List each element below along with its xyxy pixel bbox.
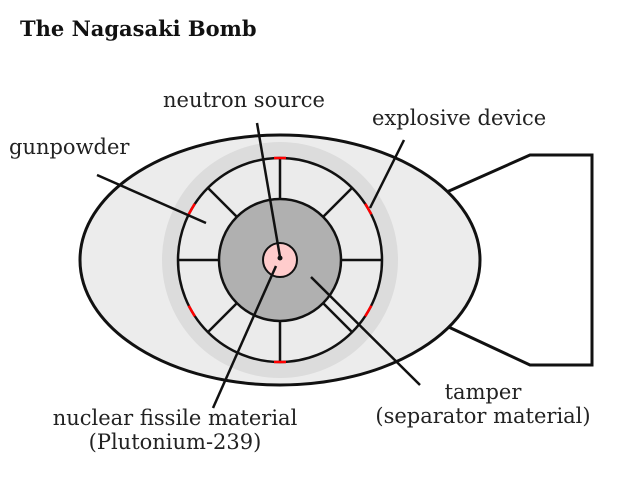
- segment-divider: [207, 187, 238, 218]
- label-tamper-line1: tamper: [444, 380, 522, 404]
- label-neutron-source: neutron source: [163, 88, 325, 112]
- detonator-mark: [364, 305, 373, 317]
- label-tamper: tamper (separator material): [352, 380, 614, 428]
- neutron-source-dot: [277, 255, 283, 261]
- label-tamper-line2: (separator material): [375, 404, 591, 428]
- label-gunpowder: gunpowder: [9, 135, 130, 159]
- fissile-material-leader: [211, 265, 278, 409]
- segment-divider: [207, 302, 238, 333]
- label-fissile-line1: nuclear fissile material: [52, 406, 298, 430]
- segment-divider: [322, 187, 353, 218]
- tamper-leader: [310, 276, 421, 386]
- detonator-mark: [187, 305, 196, 317]
- explosive-device-leader: [368, 139, 406, 209]
- gunpowder-leader: [96, 173, 207, 225]
- neutron-source-leader: [255, 122, 282, 258]
- detonators: [187, 156, 373, 364]
- detonator-mark: [187, 203, 196, 215]
- label-fissile-line2: (Plutonium-239): [88, 430, 262, 454]
- label-explosive-device: explosive device: [372, 106, 547, 130]
- explosive-segments: [178, 158, 382, 362]
- label-fissile-material: nuclear fissile material (Plutonium-239): [22, 406, 328, 454]
- leader-lines: [96, 122, 421, 409]
- detonator-mark: [364, 203, 373, 215]
- segment-divider: [322, 302, 353, 333]
- diagram-title: The Nagasaki Bomb: [20, 16, 257, 41]
- tail-fin: [439, 153, 594, 367]
